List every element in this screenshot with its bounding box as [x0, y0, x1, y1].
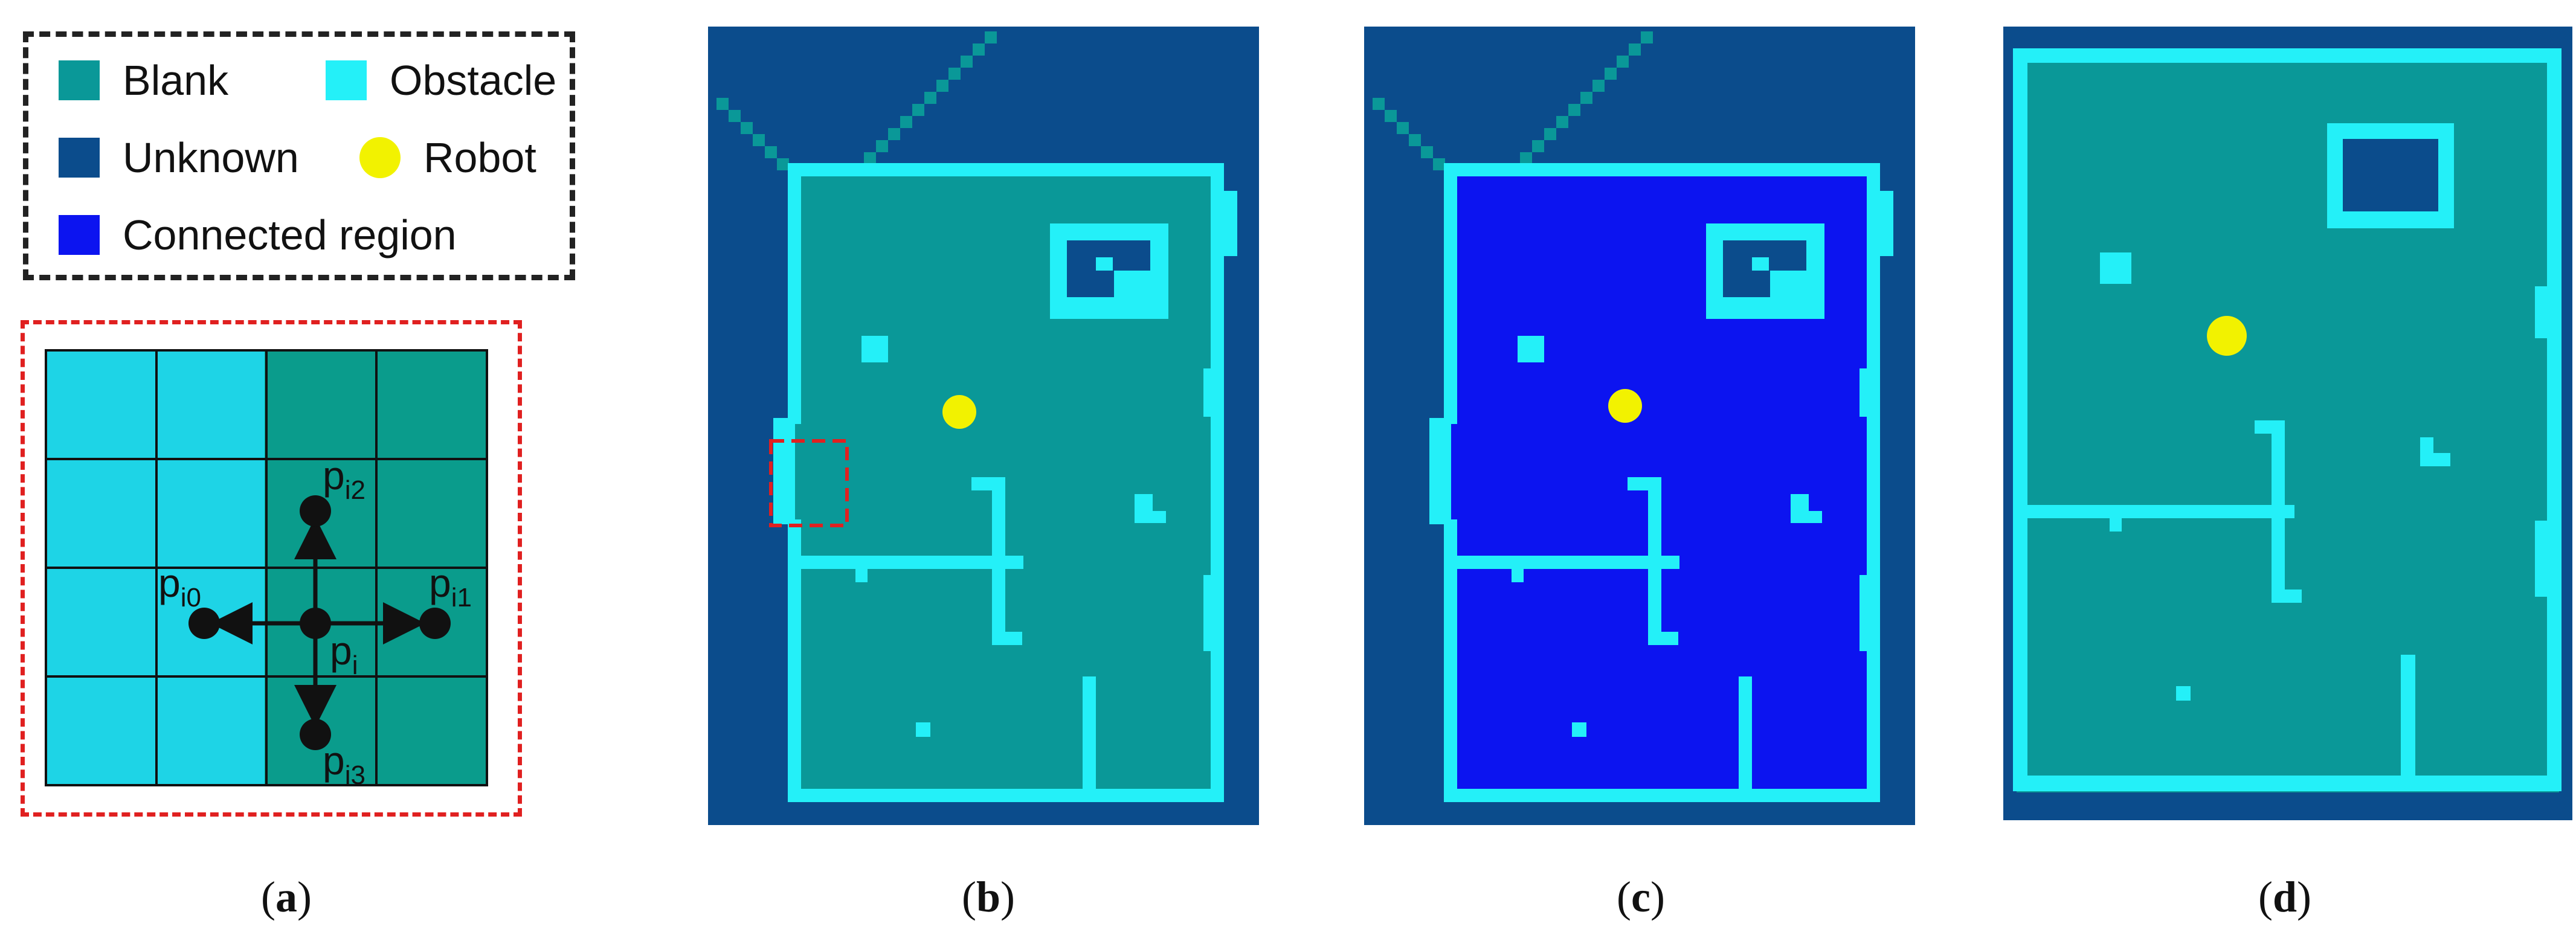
- legend-item-connected: Connected region: [59, 205, 457, 265]
- neighbour-points: [188, 495, 451, 750]
- legend-item-unknown: Unknown: [59, 127, 299, 188]
- caption-c: (c): [1617, 873, 1665, 921]
- diagonal-trace-right: [1508, 31, 1653, 176]
- point-pi: [300, 608, 331, 639]
- neighbour-arrows: [210, 517, 425, 727]
- label-pi1: pi1: [429, 561, 472, 612]
- label-pi: pi: [330, 628, 358, 680]
- obstacle-swatch: [326, 60, 367, 100]
- robot-marker: [942, 395, 976, 429]
- highlight-box: [769, 439, 849, 527]
- unknown-swatch: [59, 138, 100, 178]
- label-pi0: pi0: [158, 561, 201, 612]
- enclosed-unknown: [2343, 139, 2438, 211]
- legend-label-connected: Connected region: [123, 211, 457, 259]
- legend-label-unknown: Unknown: [123, 134, 299, 181]
- enclosed-unknown: [1723, 240, 1806, 297]
- diagonal-trace-right: [852, 31, 997, 176]
- caption-b: (b): [961, 873, 1015, 921]
- label-pi3: pi3: [323, 738, 365, 790]
- neighbourhood-grid: pi pi0 pi1 pi2 pi3: [45, 349, 488, 790]
- map-panel-d: [2003, 27, 2572, 820]
- point-pi2: [300, 495, 331, 527]
- legend-label-robot: Robot: [423, 134, 536, 181]
- legend-label-obstacle: Obstacle: [390, 57, 557, 104]
- diagonal-trace-left: [716, 98, 789, 170]
- obstacles: [773, 163, 1237, 802]
- legend-item-blank: Blank: [59, 50, 228, 111]
- legend: Blank Obstacle Unknown Robot Connected r…: [23, 31, 575, 280]
- point-pi1: [419, 608, 451, 639]
- grid-panel: [21, 320, 522, 817]
- robot-swatch: [359, 137, 401, 178]
- legend-label-blank: Blank: [123, 57, 229, 104]
- blank-area: [2017, 51, 2559, 792]
- enclosed-unknown: [1067, 240, 1150, 297]
- label-pi2: pi2: [323, 453, 365, 505]
- legend-item-robot: Robot: [359, 127, 536, 188]
- connected-swatch: [59, 215, 100, 255]
- diagonal-trace-left: [1373, 98, 1445, 170]
- robot-marker: [1608, 389, 1642, 423]
- map-panel-c: [1364, 27, 1915, 825]
- grid-lines: [45, 349, 488, 786]
- legend-item-obstacle: Obstacle: [326, 50, 556, 111]
- robot-marker: [2207, 316, 2247, 356]
- point-labels: pi pi0 pi1 pi2 pi3: [158, 453, 472, 790]
- caption-d: (d): [2258, 873, 2311, 921]
- point-pi3: [300, 719, 331, 750]
- point-pi0: [188, 608, 220, 639]
- blank-swatch: [59, 60, 100, 100]
- caption-a: (a): [261, 873, 312, 921]
- map-panel-b: [708, 27, 1259, 825]
